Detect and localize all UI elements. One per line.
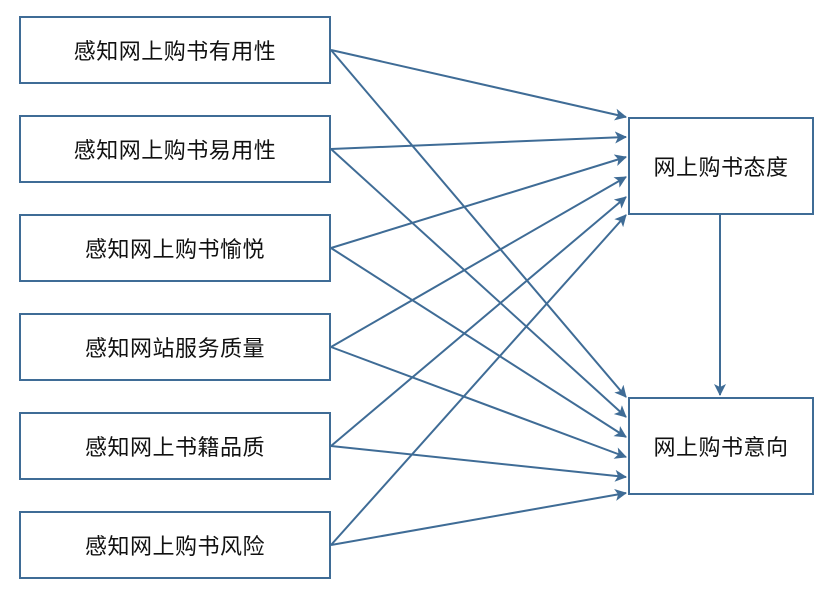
edge-factor1-attitude: [330, 131, 627, 150]
factor-box-ease-of-use: 感知网上购书易用性: [19, 115, 331, 183]
edge-factor1-intention: [330, 148, 627, 418]
edge-factor3-intention: [330, 346, 627, 459]
factor-label: 感知网上书籍品质: [84, 436, 265, 461]
edge-factor4-attitude: [330, 196, 627, 447]
intention-label: 网上购书意向: [653, 436, 789, 461]
attitude-label: 网上购书态度: [653, 156, 789, 181]
factor-label: 感知网上购书易用性: [73, 139, 277, 164]
edge-factor5-intention: [330, 489, 627, 546]
factor-label: 感知网上购书有用性: [73, 40, 277, 65]
edge-factor4-intention: [330, 445, 627, 482]
edge-factor3-attitude: [330, 176, 627, 348]
factor-label: 感知网上购书风险: [84, 535, 265, 560]
edge-factor0-intention: [330, 49, 627, 398]
edge-factor2-intention: [330, 247, 627, 438]
edge-factor0-attitude: [330, 49, 627, 121]
factor-label: 感知网上购书愉悦: [84, 238, 265, 263]
factor-box-enjoyment: 感知网上购书愉悦: [19, 214, 331, 282]
edge-factor2-attitude: [330, 154, 627, 249]
factor-label: 感知网站服务质量: [84, 337, 265, 362]
factor-box-service-quality: 感知网站服务质量: [19, 313, 331, 381]
factor-box-book-quality: 感知网上书籍品质: [19, 412, 331, 480]
edge-factor5-attitude: [330, 214, 627, 546]
intention-box: 网上购书意向: [628, 397, 814, 495]
factor-box-risk: 感知网上购书风险: [19, 511, 331, 579]
attitude-box: 网上购书态度: [628, 117, 814, 215]
factor-box-usefulness: 感知网上购书有用性: [19, 16, 331, 84]
